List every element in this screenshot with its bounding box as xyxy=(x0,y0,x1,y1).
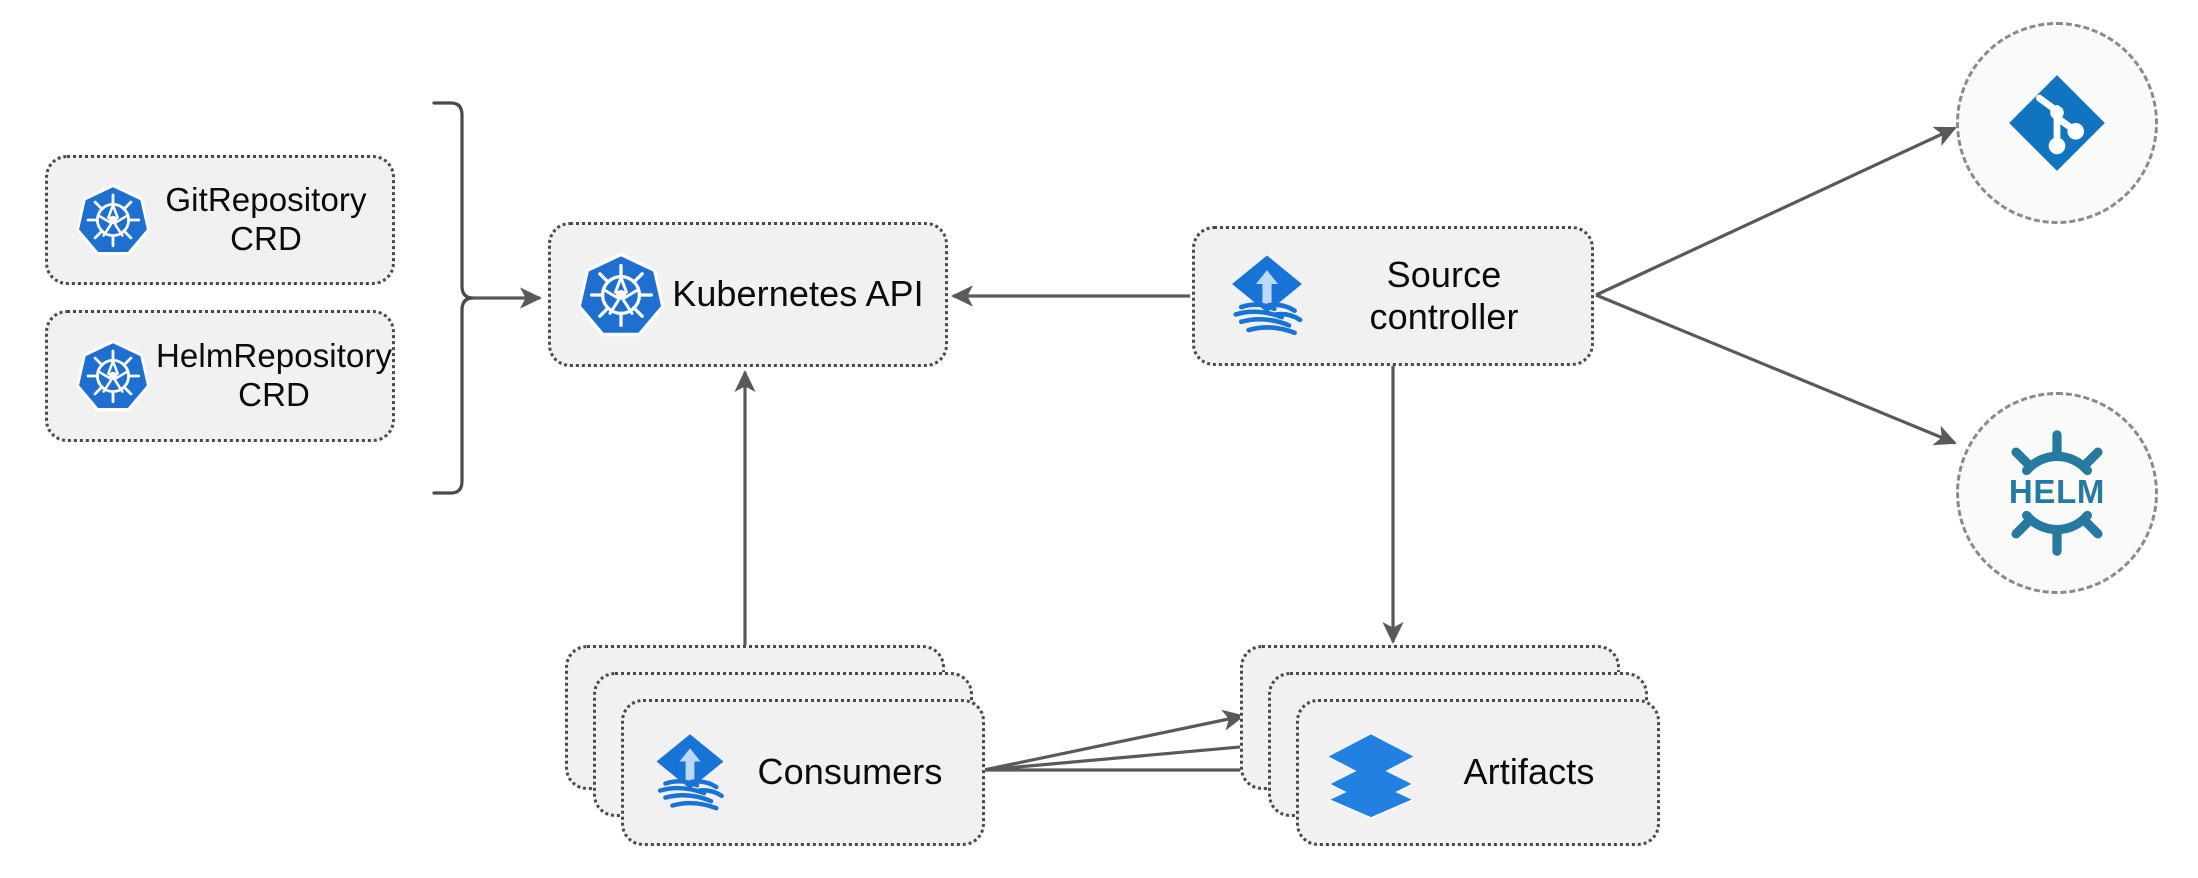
node-label: Artifacts xyxy=(1463,751,1595,793)
external-helm[interactable]: HELM xyxy=(1956,392,2158,594)
edge-source-to-helm xyxy=(1595,293,1957,446)
node-consumers[interactable]: Consumers xyxy=(621,699,985,846)
layers-icon xyxy=(1325,727,1417,819)
helm-wordmark: HELM xyxy=(2009,473,2105,510)
flux-source-controller-icon xyxy=(1221,250,1313,342)
node-kubernetes-api[interactable]: Kubernetes API xyxy=(548,222,948,367)
flux-source-controller-icon xyxy=(646,729,734,817)
node-label: HelmRepository CRD xyxy=(156,337,393,413)
edge-consumers-to-artifacts-1 xyxy=(983,709,1245,772)
edge-source-to-git xyxy=(1595,126,1957,297)
kubernetes-icon xyxy=(70,177,156,263)
node-gitrepository-crd[interactable]: GitRepository CRD xyxy=(45,155,395,285)
edge-consumers-to-artifacts-2 xyxy=(983,735,1275,772)
node-label: GitRepository CRD xyxy=(165,181,367,257)
helm-icon: HELM xyxy=(1991,427,2123,559)
node-artifacts[interactable]: Artifacts xyxy=(1296,699,1660,846)
git-icon xyxy=(2005,71,2109,175)
node-label: Kubernetes API xyxy=(672,273,924,315)
node-label: Consumers xyxy=(757,751,943,793)
node-label: Source controller xyxy=(1369,253,1519,337)
crd-group-bracket xyxy=(432,101,475,495)
external-git[interactable] xyxy=(1956,22,2158,224)
kubernetes-icon xyxy=(575,249,667,341)
node-source-controller[interactable]: Source controller xyxy=(1192,226,1594,366)
kubernetes-icon xyxy=(70,333,156,419)
node-helmrepository-crd[interactable]: HelmRepository CRD xyxy=(45,310,395,442)
